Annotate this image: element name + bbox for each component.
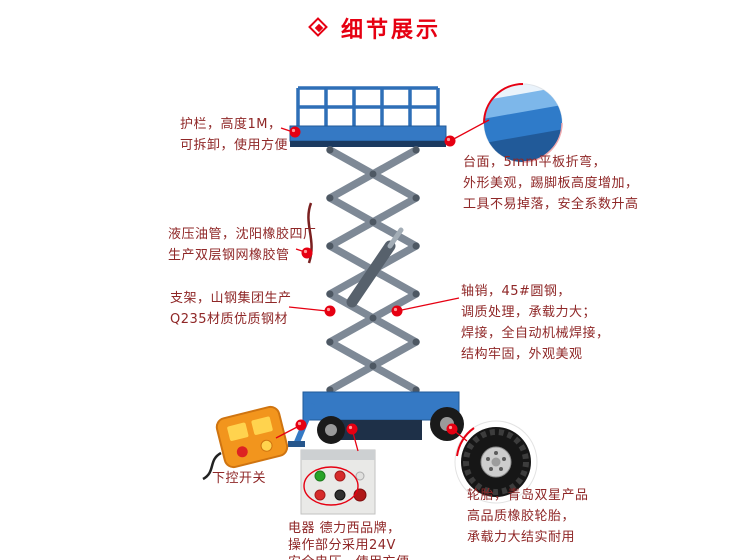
- callout-line: 安全电压，使用方便: [288, 554, 410, 560]
- callout-platform: 台面，5mm平板折弯， 外形美观，踢脚板高度增加， 工具不易掉落，安全系数升高: [463, 152, 639, 215]
- callout-line: 操作部分采用24V: [288, 538, 396, 553]
- guardrail-part: [296, 86, 440, 127]
- callout-line: 电器 德力西品牌，: [288, 521, 401, 536]
- scissor-lift-illustration: [288, 86, 464, 447]
- callout-line: 轮胎，青岛双星产品: [467, 488, 589, 503]
- callout-line: 生产双层钢网橡胶管: [168, 248, 290, 263]
- callout-tires: 轮胎，青岛双星产品 高品质橡胶轮胎， 承载力大结实耐用: [467, 485, 589, 548]
- hydraulic-cylinder-part: [346, 227, 404, 308]
- callout-line: 工具不易掉落，安全系数升高: [463, 197, 639, 212]
- callout-lower-control: 下控开关: [212, 468, 266, 489]
- callout-line: 调质处理，承载力大；: [461, 305, 597, 320]
- callout-line: 结构牢固，外观美观: [461, 347, 583, 362]
- callout-line: 轴销，45#圆钢，: [461, 284, 571, 299]
- callout-electrical: 电器 德力西品牌， 操作部分采用24V 安全电压，使用方便: [288, 520, 410, 560]
- callout-line: 高品质橡胶轮胎，: [467, 509, 576, 524]
- callout-line: 焊接，全自动机械焊接，: [461, 326, 610, 341]
- callout-guardrail: 护栏，高度1M， 可拆卸，使用方便: [180, 114, 288, 156]
- page-title: 细节展示: [340, 18, 441, 43]
- callout-support-frame: 支架，山钢集团生产 Q235材质优质钢材: [170, 288, 292, 330]
- callout-line: 液压油管，沈阳橡胶四厂: [168, 227, 317, 242]
- callout-line: 下控开关: [212, 471, 267, 486]
- callout-hydraulic-hose: 液压油管，沈阳橡胶四厂 生产双层钢网橡胶管: [168, 224, 317, 266]
- remote-control-photo: [215, 405, 289, 469]
- callout-line: 台面，5mm平板折弯，: [463, 155, 607, 170]
- callout-line: Q235材质优质钢材: [170, 312, 289, 327]
- callout-line: 外形美观，踢脚板高度增加，: [463, 176, 639, 191]
- callout-line: 支架，山钢集团生产: [170, 291, 292, 306]
- callout-line: 护栏，高度1M，: [180, 117, 282, 132]
- callout-dots: [289, 126, 458, 435]
- control-box-photo: [300, 449, 376, 515]
- diamond-icon: [308, 17, 329, 38]
- callout-axle-pin: 轴销，45#圆钢， 调质处理，承载力大； 焊接，全自动机械焊接， 结构牢固，外观…: [461, 281, 610, 365]
- platform-part: [289, 125, 447, 142]
- platform-detail-photo: [483, 83, 563, 163]
- callout-line: 可拆卸，使用方便: [180, 138, 289, 153]
- callout-line: 承载力大结实耐用: [467, 530, 576, 545]
- tire-detail-photo: [454, 420, 538, 504]
- remote-cable: [202, 451, 222, 481]
- page-header: 细节展示: [0, 12, 750, 44]
